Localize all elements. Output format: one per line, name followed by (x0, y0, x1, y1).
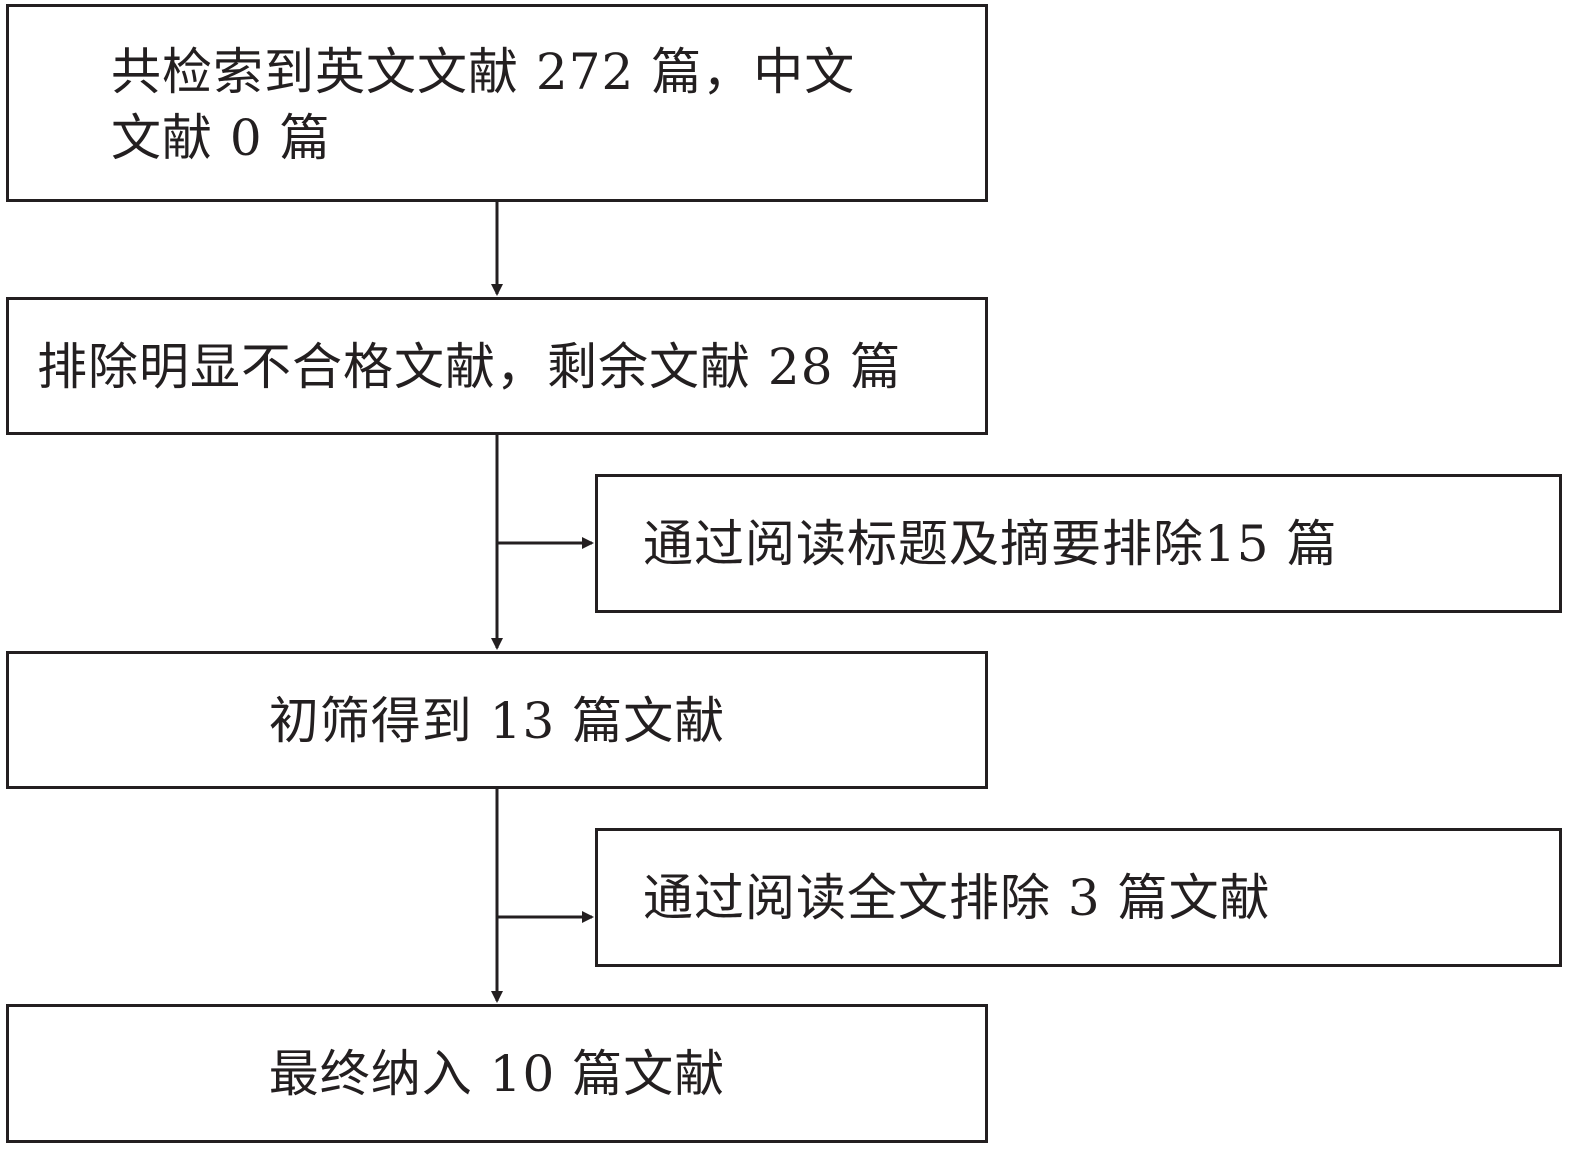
step-identification-text: 共检索到英文文献 272 篇，中文 文献 0 篇 (111, 43, 856, 167)
exclusion-title-abstract-text: 通过阅读标题及摘要排除15 篇 (643, 515, 1338, 573)
step-screening-box: 初筛得到 13 篇文献 (6, 651, 988, 789)
step-identification-box: 共检索到英文文献 272 篇，中文 文献 0 篇 (6, 4, 988, 202)
step-included-text: 最终纳入 10 篇文献 (268, 1045, 726, 1103)
exclusion-full-text-box: 通过阅读全文排除 3 篇文献 (595, 828, 1562, 967)
step-included-box: 最终纳入 10 篇文献 (6, 1004, 988, 1143)
exclusion-title-abstract-box: 通过阅读标题及摘要排除15 篇 (595, 474, 1562, 613)
step-initial-exclusion-box: 排除明显不合格文献，剩余文献 28 篇 (6, 297, 988, 435)
step-initial-exclusion-text: 排除明显不合格文献，剩余文献 28 篇 (37, 338, 902, 396)
step-screening-text: 初筛得到 13 篇文献 (268, 692, 726, 750)
exclusion-full-text-text: 通过阅读全文排除 3 篇文献 (643, 869, 1271, 927)
